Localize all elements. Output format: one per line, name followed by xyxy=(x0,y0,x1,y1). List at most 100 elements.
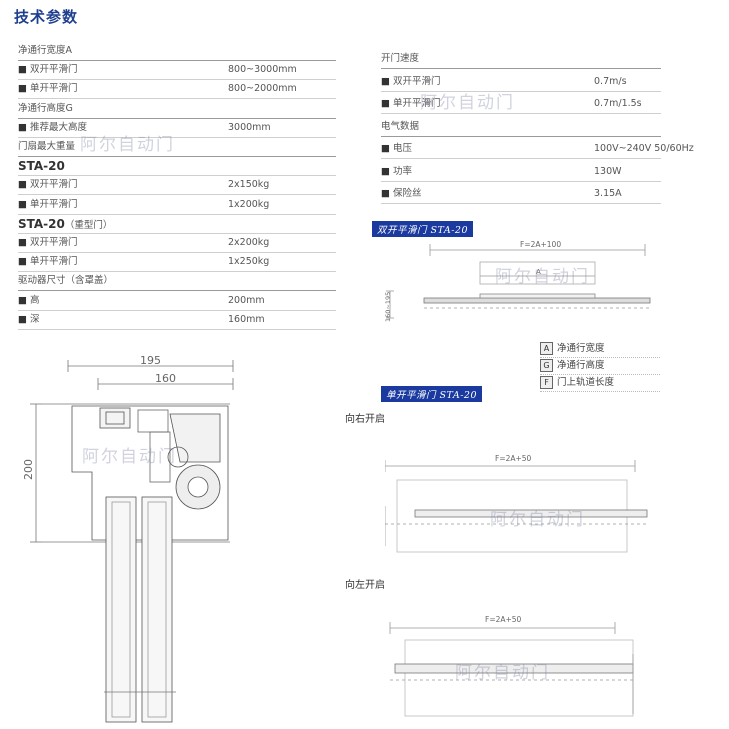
spec-row: ■ 深 160mm xyxy=(18,311,336,330)
double-door-diagram: F=2A+100 A 160~195 xyxy=(384,240,651,322)
spec-value: 1x200kg xyxy=(228,198,270,210)
spec-label: ■ 高 xyxy=(18,292,40,310)
spec-row: ■ 推荐最大高度 3000mm xyxy=(18,119,336,138)
bullet-icon: ■ xyxy=(381,75,390,87)
spec-value: 1x250kg xyxy=(228,256,270,268)
legend-text: 门上轨道长度 xyxy=(557,377,615,388)
bullet-icon: ■ xyxy=(381,188,390,199)
spec-label: ■ 双开平滑门 xyxy=(18,176,78,194)
double-sliding-label: 双开平滑门 STA-20 xyxy=(372,221,474,237)
spec-row: ■ 高 200mm xyxy=(18,292,336,311)
open-left-label: 向左开启 xyxy=(345,580,385,591)
spec-label-text: 高 xyxy=(30,294,40,306)
spec-label: 净通行宽度A xyxy=(18,42,72,60)
spec-label: ■ 单开平滑门 xyxy=(381,95,441,113)
open-right-dim-text: F=2A+50 xyxy=(495,454,532,463)
spec-label-text: 单开平滑门 xyxy=(30,256,78,268)
spec-label-text: 净通行宽度A xyxy=(18,45,72,56)
legend-text: 净通行宽度 xyxy=(557,343,605,354)
spec-section-heading: 电气数据 xyxy=(381,118,661,137)
spec-label: ■ 推荐最大高度 xyxy=(18,119,87,137)
spec-label: ■ 双开平滑门 xyxy=(381,73,441,91)
spec-row: ■ 双开平滑门 2x150kg xyxy=(18,176,336,196)
spec-label-text: 功率 xyxy=(393,165,413,177)
legend-text: 净通行高度 xyxy=(557,360,605,371)
spec-label: STA-20 xyxy=(18,157,65,175)
legend-item: F 门上轨道长度 xyxy=(540,375,660,392)
spec-row: ■ 单开平滑门 1x250kg xyxy=(18,253,336,273)
spec-label-text: 驱动器尺寸（含罩盖） xyxy=(18,275,114,287)
spec-label-text: 门扇最大重量 xyxy=(18,141,76,152)
double-height-text: 160~195 xyxy=(384,292,392,322)
spec-section-heading: 开门速度 xyxy=(381,50,661,69)
spec-label-text: STA-20 xyxy=(18,216,65,231)
spec-label-text: 电压 xyxy=(393,143,413,154)
spec-value: 3000mm xyxy=(228,121,271,133)
spec-label: ■ 单开平滑门 xyxy=(18,196,78,214)
spec-label: STA-20（重型门） xyxy=(18,215,112,235)
double-a-text: A xyxy=(536,268,541,276)
open-left-diagram: F=2A+50 xyxy=(389,615,634,717)
spec-value: 800~3000mm xyxy=(228,64,297,76)
spec-label: 净通行高度G xyxy=(18,100,73,118)
spec-section-heading: 驱动器尺寸（含罩盖） xyxy=(18,272,336,292)
spec-label: ■ 单开平滑门 xyxy=(18,253,78,271)
legend-key: F xyxy=(540,376,553,389)
spec-label: 开门速度 xyxy=(381,50,419,68)
bullet-icon: ■ xyxy=(18,64,27,76)
section-h-text: 200 xyxy=(22,459,35,480)
spec-label: ■ 功率 xyxy=(381,163,412,181)
spec-label: ■ 深 xyxy=(18,311,40,329)
spec-label-text: 净通行高度G xyxy=(18,102,73,114)
spec-value: 0.7m/s xyxy=(594,75,627,87)
watermark: 阿尔自动门 xyxy=(80,135,175,155)
spec-label-text: 深 xyxy=(30,313,40,325)
spec-label: ■ 电压 xyxy=(381,140,412,158)
spec-label: ■ 双开平滑门 xyxy=(18,61,78,79)
watermark: 阿尔自动门 xyxy=(420,93,515,113)
spec-label: 电气数据 xyxy=(381,118,419,136)
spec-label-suffix: （重型门） xyxy=(64,219,113,231)
cross-section-diagram: 195 160 200 xyxy=(22,354,234,723)
spec-label: ■ 保险丝 xyxy=(381,185,422,203)
spec-label-text: 双开平滑门 xyxy=(30,237,78,248)
bullet-icon: ■ xyxy=(18,121,27,133)
spec-label-text: 单开平滑门 xyxy=(393,98,441,109)
bullet-icon: ■ xyxy=(18,179,27,191)
watermark: 阿尔自动门 xyxy=(490,510,585,530)
bullet-icon: ■ xyxy=(381,98,390,109)
spec-value: 200mm xyxy=(228,294,265,306)
spec-label-text: 电气数据 xyxy=(381,120,420,132)
spec-value: 0.7m/1.5s xyxy=(594,98,642,109)
spec-value: 2x200kg xyxy=(228,237,270,248)
single-sliding-label: 单开平滑门 STA-20 xyxy=(381,386,483,402)
spec-label: ■ 单开平滑门 xyxy=(18,80,78,98)
section-w1-text: 195 xyxy=(140,354,161,367)
spec-model-row: STA-20（重型门） xyxy=(18,215,336,234)
watermark: 阿尔自动门 xyxy=(82,447,177,467)
spec-label-text: 双开平滑门 xyxy=(393,75,441,87)
spec-value: 100V~240V 50/60Hz xyxy=(594,143,694,154)
spec-row: ■ 单开平滑门 1x200kg xyxy=(18,196,336,215)
bullet-icon: ■ xyxy=(18,294,27,306)
bullet-icon: ■ xyxy=(381,165,390,177)
spec-value: 160mm xyxy=(228,313,265,325)
spec-value: 2x150kg xyxy=(228,179,270,191)
bullet-icon: ■ xyxy=(381,143,390,154)
spec-label-text: 双开平滑门 xyxy=(30,179,78,191)
spec-section-heading: 净通行高度G xyxy=(18,100,336,119)
spec-row: ■ 双开平滑门 800~3000mm xyxy=(18,61,336,81)
spec-label-text: 推荐最大高度 xyxy=(30,121,88,133)
watermark: 阿尔自动门 xyxy=(455,663,550,683)
spec-label: 驱动器尺寸（含罩盖） xyxy=(18,272,113,290)
watermark: 阿尔自动门 xyxy=(495,267,590,287)
bullet-icon: ■ xyxy=(18,256,27,268)
open-right-diagram: F=2A+50 xyxy=(385,454,648,553)
spec-label: 门扇最大重量 xyxy=(18,138,75,156)
